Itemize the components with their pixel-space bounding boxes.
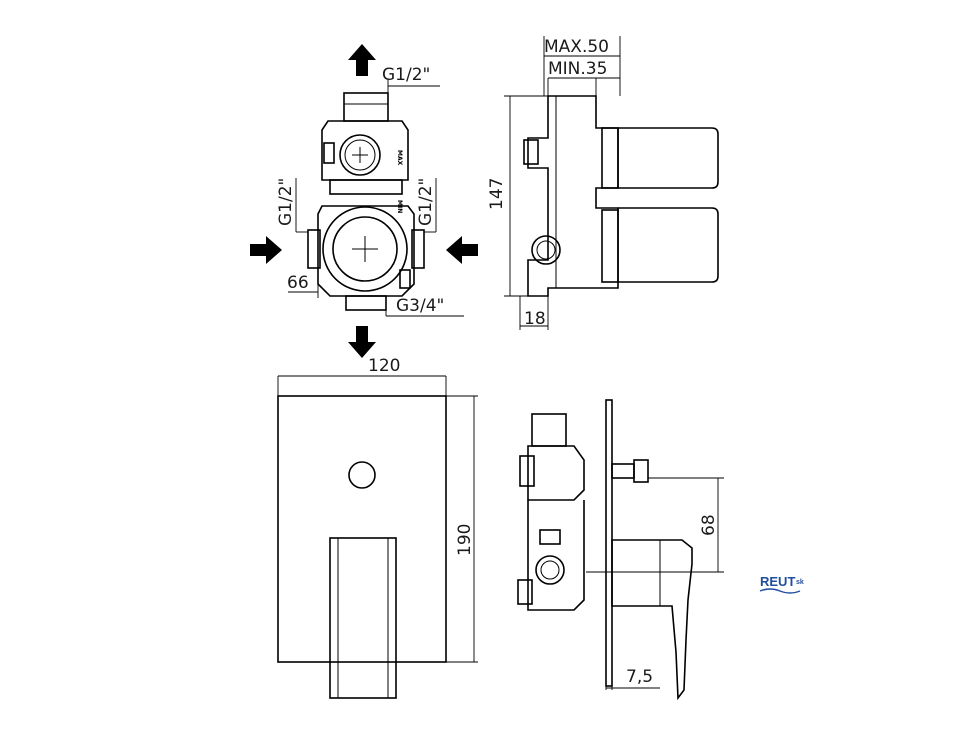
reut-logo: REUT sk bbox=[759, 574, 804, 594]
label-body-width: 66 bbox=[287, 273, 309, 293]
installed-side-view: 68 7,5 bbox=[517, 399, 724, 701]
arrow-left-icon bbox=[446, 236, 478, 264]
label-body-height: 147 bbox=[487, 178, 507, 210]
max-marking: MAX bbox=[396, 150, 403, 166]
arrow-right-icon bbox=[250, 236, 282, 264]
logo-suffix: sk bbox=[796, 579, 804, 586]
label-handle-offset: 68 bbox=[699, 514, 719, 536]
label-left-inlet-thread: G1/2" bbox=[276, 178, 296, 226]
valve-body-side-view: MAX.50 MIN.35 147 18 bbox=[487, 36, 719, 330]
label-plate-thickness: 7,5 bbox=[626, 667, 653, 687]
label-depth-max: MAX.50 bbox=[544, 37, 609, 57]
arrow-up-icon bbox=[348, 44, 376, 76]
label-top-outlet-thread: G1/2" bbox=[382, 65, 430, 85]
valve-body-front-view: MAX MIN G1/2" G1/2" G1/2" 66 G3 bbox=[250, 44, 478, 358]
arrow-down-icon bbox=[348, 326, 376, 358]
wave-icon bbox=[759, 588, 801, 594]
label-inlet-depth: 18 bbox=[524, 309, 546, 329]
label-depth-min: MIN.35 bbox=[548, 59, 607, 79]
label-bottom-outlet-thread: G3/4" bbox=[396, 296, 444, 316]
faceplate-front-view: 120 190 bbox=[277, 356, 478, 699]
label-plate-width: 120 bbox=[368, 356, 400, 376]
label-right-inlet-thread: G1/2" bbox=[416, 178, 436, 226]
logo-name: REUT bbox=[760, 574, 795, 589]
label-plate-height: 190 bbox=[455, 524, 475, 556]
